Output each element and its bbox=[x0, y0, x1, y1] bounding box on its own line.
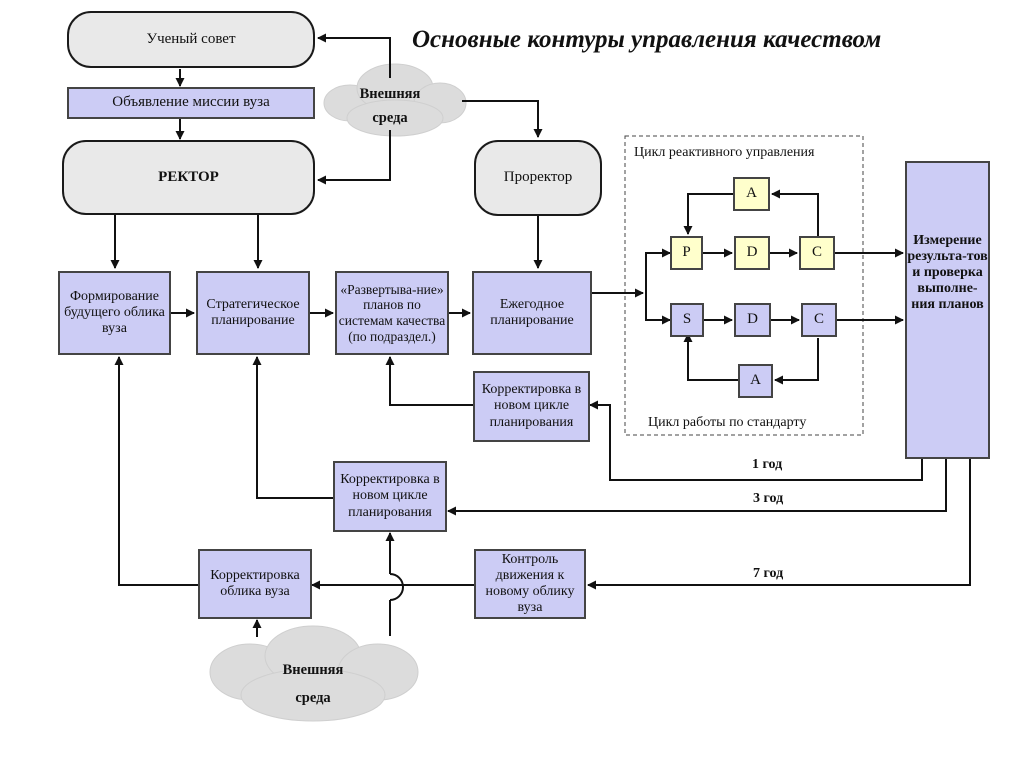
loop-3-year-label: 3 год bbox=[753, 491, 784, 506]
reactive-cycle-label: Цикл реактивного управления bbox=[634, 145, 815, 160]
reactive-a-node: A bbox=[733, 177, 770, 211]
correction-image-node: Корректировка облика вуза bbox=[198, 549, 312, 619]
standard-s-node: S bbox=[670, 303, 704, 337]
rector-node: РЕКТОР bbox=[62, 140, 315, 215]
cloud-bottom-line1: Внешняя bbox=[282, 662, 344, 678]
rector-label: РЕКТОР bbox=[158, 168, 219, 185]
loop-7-year-label: 7 год bbox=[753, 566, 784, 581]
reactive-c-node: C bbox=[799, 236, 835, 270]
measurement-label: Измерение результа-тов и проверка выполн… bbox=[907, 233, 988, 313]
loop-1-year-label: 1 год bbox=[752, 457, 783, 472]
prorector-label: Проректор bbox=[503, 169, 573, 186]
cloud-bottom-line2: среда bbox=[295, 690, 331, 706]
cloud-top-text: Внешняя среда bbox=[350, 82, 430, 130]
prorector-node: Проректор bbox=[474, 140, 602, 216]
correction-image-label: Корректировка облика вуза bbox=[210, 567, 300, 599]
future-image-node: Формирование будущего облика вуза bbox=[58, 271, 171, 355]
reactive-d-letter: D bbox=[746, 244, 758, 261]
annual-planning-node: Ежегодное планирование bbox=[472, 271, 592, 355]
future-image-label: Формирование будущего облика вуза bbox=[64, 288, 165, 337]
cycle-frame bbox=[624, 135, 864, 436]
reactive-a-letter: A bbox=[746, 185, 757, 202]
cloud-top bbox=[323, 63, 467, 137]
correction-3year-node: Корректировка в новом цикле планирования bbox=[333, 461, 447, 532]
standard-a-node: A bbox=[738, 364, 773, 398]
standard-d-letter: D bbox=[747, 311, 758, 328]
correction-1year-node: Корректировка в новом цикле планирования bbox=[473, 371, 590, 442]
academic-council-node: Ученый совет bbox=[67, 11, 315, 68]
reactive-d-node: D bbox=[734, 236, 770, 270]
reactive-p-node: P bbox=[670, 236, 703, 270]
cloud-bottom bbox=[209, 625, 419, 722]
reactive-c-letter: C bbox=[811, 244, 822, 261]
correction-1year-label: Корректировка в новом цикле планирования bbox=[481, 382, 582, 430]
standard-c-letter: C bbox=[813, 311, 824, 328]
standard-d-node: D bbox=[734, 303, 771, 337]
standard-s-letter: S bbox=[682, 311, 692, 328]
mission-node: Объявление миссии вуза bbox=[67, 87, 315, 119]
standard-cycle-label: Цикл работы по стандарту bbox=[648, 415, 807, 430]
annual-planning-label: Ежегодное планирование bbox=[490, 296, 574, 328]
strategic-planning-label: Стратегическое планирование bbox=[206, 296, 300, 328]
strategic-planning-node: Стратегическое планирование bbox=[196, 271, 310, 355]
standard-a-letter: A bbox=[750, 372, 761, 389]
measurement-node: Измерение результа-тов и проверка выполн… bbox=[905, 161, 990, 459]
reactive-p-letter: P bbox=[682, 244, 691, 261]
deployment-label: «Развертыва-ние» планов по системам каче… bbox=[338, 281, 446, 344]
cloud-bottom-text: Внешняя среда bbox=[273, 656, 353, 712]
cloud-top-line2: среда bbox=[372, 110, 408, 126]
academic-council-label: Ученый совет bbox=[146, 30, 236, 47]
standard-c-node: C bbox=[801, 303, 837, 337]
cloud-top-line1: Внешняя bbox=[359, 86, 421, 102]
deployment-node: «Развертыва-ние» планов по системам каче… bbox=[335, 271, 449, 355]
control-node: Контроль движения к новому облику вуза bbox=[474, 549, 586, 619]
mission-label: Объявление миссии вуза bbox=[112, 94, 270, 111]
diagram-title: Основные контуры управления качеством bbox=[412, 26, 882, 53]
correction-3year-label: Корректировка в новом цикле планирования bbox=[340, 472, 440, 520]
control-label: Контроль движения к новому облику вуза bbox=[485, 551, 575, 616]
